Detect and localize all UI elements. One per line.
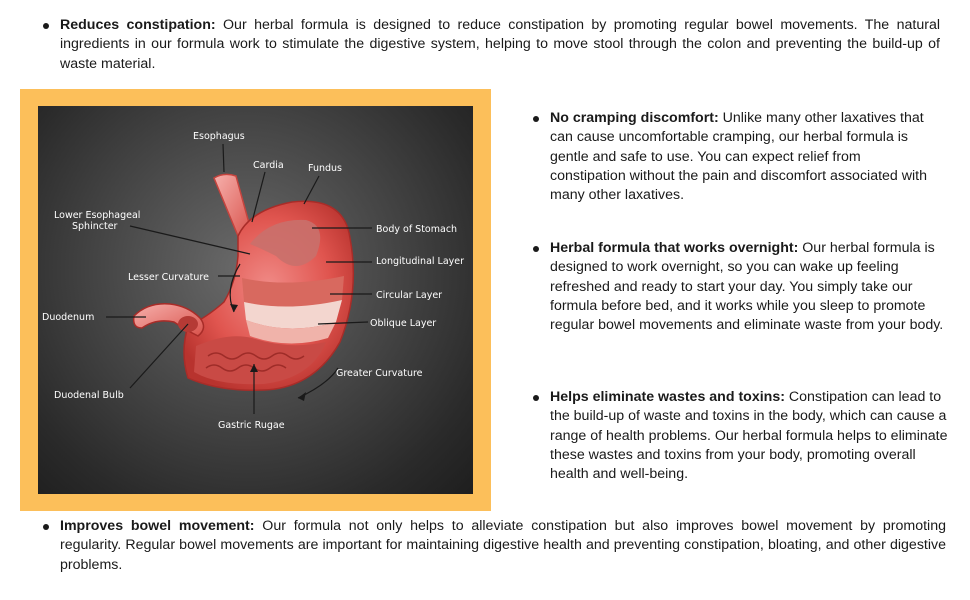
bullet-dot [43, 524, 49, 530]
bullet-dot [533, 246, 539, 252]
bullet-title: Improves bowel movement: [60, 518, 255, 534]
bullet-title: Herbal formula that works overnight: [550, 240, 799, 256]
bullet-text: Constipation can lead to the build-up of… [550, 389, 948, 483]
bullet-dot [533, 395, 539, 401]
stomach-illustration: Esophagus Cardia Fundus Lower Esophageal… [42, 131, 464, 431]
label-longitudinal-layer: Longitudinal Layer [376, 256, 464, 267]
bullet-dot [43, 23, 49, 29]
bullet-text: Unlike many other laxatives that can cau… [550, 110, 927, 204]
bullet-works-overnight: Herbal formula that works overnight: Our… [533, 239, 945, 335]
bullet-eliminate-wastes: Helps eliminate wastes and toxins: Const… [533, 388, 950, 484]
label-body-of-stomach: Body of Stomach [376, 224, 457, 235]
bullet-title: No cramping discomfort: [550, 110, 719, 126]
bullet-text: Our herbal formula is designed to work o… [550, 240, 944, 334]
label-greater-curvature: Greater Curvature [336, 368, 423, 379]
label-esophagus: Esophagus [193, 131, 245, 142]
bullet-reduces-constipation: Reduces constipation: Our herbal formula… [43, 16, 940, 74]
bullet-title: Reduces constipation: [60, 17, 216, 33]
label-lesser-curvature: Lesser Curvature [128, 272, 209, 283]
bullet-text: Our formula not only helps to alleviate … [60, 518, 946, 573]
bullet-title: Helps eliminate wastes and toxins: [550, 389, 785, 405]
label-duodenum: Duodenum [42, 312, 94, 323]
bullet-dot [533, 116, 539, 122]
label-oblique-layer: Oblique Layer [370, 318, 436, 329]
bullet-improves-bowel: Improves bowel movement: Our formula not… [43, 517, 946, 575]
label-sphincter: Sphincter [72, 221, 118, 232]
stomach-anatomy-diagram: Esophagus Cardia Fundus Lower Esophageal… [38, 106, 473, 494]
label-lower-esophageal: Lower Esophageal [54, 210, 140, 221]
label-gastric-rugae: Gastric Rugae [218, 420, 285, 431]
label-cardia: Cardia [253, 160, 284, 171]
bullet-no-cramping: No cramping discomfort: Unlike many othe… [533, 109, 940, 205]
bullet-text: Our herbal formula is designed to reduce… [60, 17, 940, 72]
stomach-shape [132, 173, 355, 391]
label-circular-layer: Circular Layer [376, 290, 442, 301]
label-duodenal-bulb: Duodenal Bulb [54, 390, 124, 401]
label-fundus: Fundus [308, 163, 342, 174]
